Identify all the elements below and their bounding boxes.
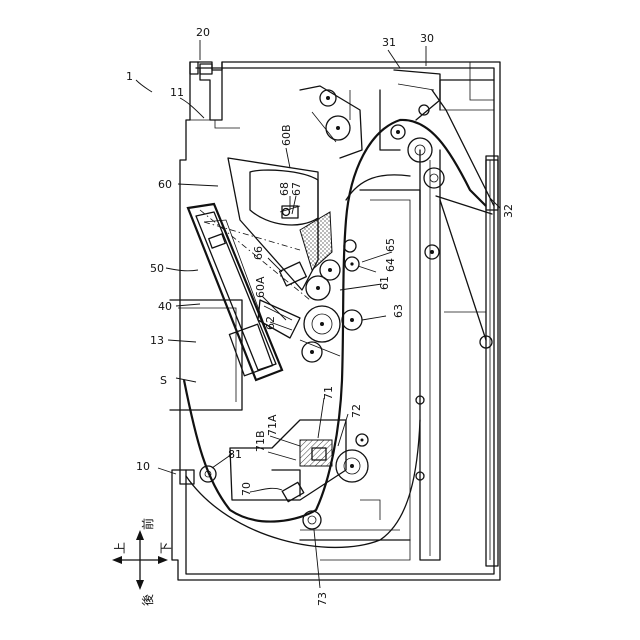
label-S: S [160, 374, 167, 387]
feeding-group [180, 396, 424, 529]
label-81: 81 [228, 448, 242, 461]
direction-indicator: 上 下 前 後 [112, 518, 173, 606]
label-64: 64 [384, 258, 397, 272]
label-66: 66 [252, 246, 265, 260]
direction-front-label: 前 [140, 518, 155, 530]
label-73: 73 [316, 592, 329, 606]
label-10: 10 [136, 460, 150, 473]
label-67: 67 [290, 182, 303, 196]
label-32: 32 [502, 204, 515, 218]
label-63: 63 [392, 304, 405, 318]
label-1: 1 [126, 70, 133, 83]
label-30: 30 [420, 32, 434, 45]
label-65: 65 [384, 238, 397, 252]
label-61: 61 [378, 276, 391, 290]
label-70: 70 [240, 482, 253, 496]
direction-up-label: 上 [113, 542, 127, 554]
label-13: 13 [150, 334, 164, 347]
label-62: 62 [264, 316, 277, 330]
label-60: 60 [158, 178, 172, 191]
direction-down-label: 下 [159, 542, 173, 554]
sheet-path-S [184, 120, 486, 548]
direction-back-label: 後 [141, 594, 155, 606]
label-31: 31 [382, 36, 396, 49]
label-40: 40 [158, 300, 172, 313]
inner-frame [300, 90, 498, 566]
label-71A: 71A [266, 414, 279, 436]
label-11: 11 [170, 86, 184, 99]
label-60A: 60A [254, 276, 267, 298]
label-71: 71 [322, 386, 335, 400]
label-50: 50 [150, 262, 164, 275]
label-60B: 60B [280, 124, 293, 146]
label-71B: 71B [254, 430, 267, 452]
label-20: 20 [196, 26, 210, 39]
label-72: 72 [350, 404, 363, 418]
